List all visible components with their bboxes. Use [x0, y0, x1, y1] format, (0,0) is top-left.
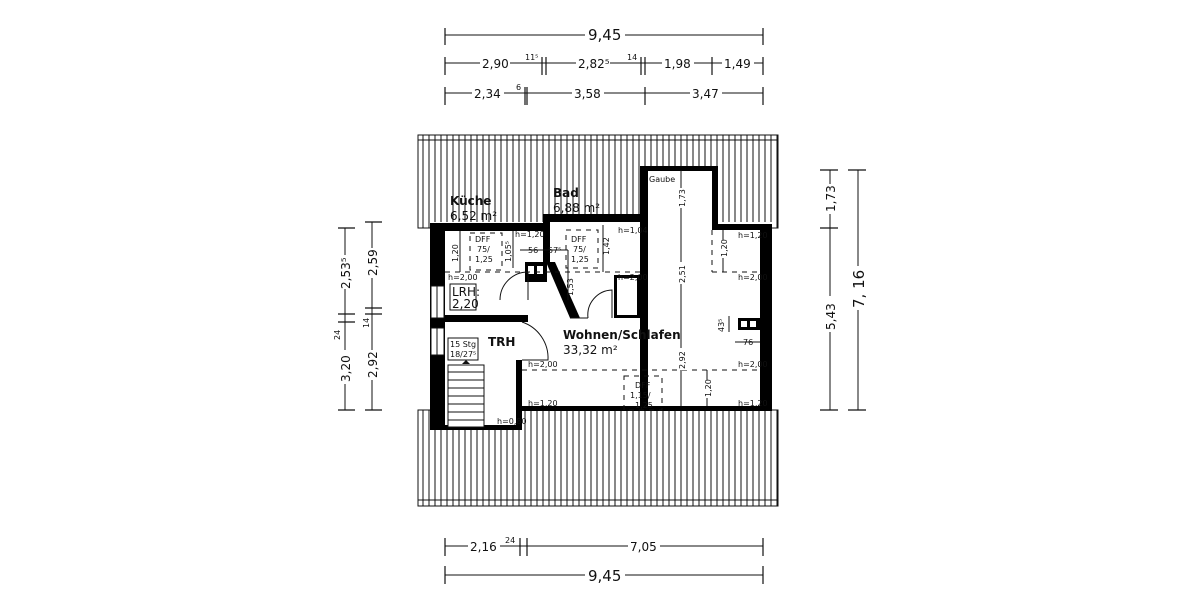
svg-text:7,05: 7,05 [630, 540, 657, 554]
svg-text:1,42: 1,42 [602, 237, 611, 255]
height-lines [445, 229, 760, 411]
svg-text:1,20: 1,20 [720, 239, 729, 257]
height-labels: h=1,20 h=1,04 h=2,00 h=2,00 h=1,20 h=2,0… [448, 226, 768, 426]
svg-text:11⁵: 11⁵ [525, 53, 538, 62]
svg-text:2,92: 2,92 [678, 351, 687, 369]
room-name-kueche: Küche [450, 194, 491, 208]
svg-text:h=2,00: h=2,00 [618, 273, 648, 282]
svg-text:h=1,20: h=1,20 [515, 230, 545, 239]
svg-text:76: 76 [743, 338, 753, 347]
svg-text:56: 56 [528, 246, 538, 255]
room-name-trh: TRH [488, 335, 515, 349]
svg-text:h=1,20: h=1,20 [528, 399, 558, 408]
svg-text:h=2,00: h=2,00 [448, 273, 478, 282]
room-name-bad: Bad [553, 186, 579, 200]
svg-text:h=0,80: h=0,80 [497, 417, 527, 426]
svg-text:1,73: 1,73 [824, 185, 838, 212]
right-dimensions: 1,73 5,43 7, 16 [820, 169, 868, 411]
windows [430, 285, 445, 356]
svg-text:1,25: 1,25 [571, 255, 589, 264]
svg-text:2,20: 2,20 [452, 297, 479, 311]
svg-text:14: 14 [627, 53, 637, 62]
svg-text:1,25: 1,25 [635, 401, 653, 410]
stairs-label: 15 Stg 18/27⁵ [447, 337, 479, 361]
svg-text:h=1,20: h=1,20 [738, 231, 768, 240]
svg-text:1,53: 1,53 [566, 278, 575, 296]
stairs [447, 360, 485, 428]
svg-text:3,47: 3,47 [692, 87, 719, 101]
svg-text:1,73: 1,73 [678, 189, 687, 207]
svg-text:DFF: DFF [635, 381, 651, 390]
svg-text:2,51: 2,51 [678, 265, 687, 283]
svg-text:6: 6 [516, 83, 521, 92]
svg-text:h=2,00: h=2,00 [528, 360, 558, 369]
svg-text:1,05⁵: 1,05⁵ [504, 241, 513, 262]
svg-text:75/: 75/ [477, 245, 490, 254]
svg-text:15 Stg: 15 Stg [450, 340, 476, 349]
dff-wohnen: DFF 1,15/ 1,25 [630, 381, 653, 410]
svg-text:1,20: 1,20 [451, 244, 460, 262]
room-name-wohnen: Wohnen/Schlafen [563, 328, 681, 342]
svg-text:24: 24 [505, 536, 515, 545]
svg-text:3,20: 3,20 [339, 355, 353, 382]
walls [430, 166, 772, 430]
svg-text:h=1,04: h=1,04 [618, 226, 648, 235]
inner-dimensions: 1,20 1,05⁵ 56 57⁵ 1,42 1,53 1,73 2,51 2,… [451, 170, 760, 406]
svg-text:DFF: DFF [571, 235, 587, 244]
svg-text:14: 14 [362, 318, 371, 328]
svg-text:2,16: 2,16 [470, 540, 497, 554]
svg-text:5,43: 5,43 [824, 303, 838, 330]
svg-text:57⁵: 57⁵ [548, 246, 561, 255]
bottom-dimensions: 2,16 24 7,05 9,45 [444, 536, 764, 585]
svg-text:h=1,20: h=1,20 [738, 399, 768, 408]
left-dimensions: 2,53⁵ 24 3,20 2,59 14 2,92 [333, 221, 382, 411]
svg-text:18/27⁵: 18/27⁵ [450, 350, 476, 359]
svg-text:1,15/: 1,15/ [630, 391, 651, 400]
svg-text:1,25: 1,25 [475, 255, 493, 264]
lrh-label: LRH: 2,20 [449, 283, 480, 311]
svg-text:2,53⁵: 2,53⁵ [339, 257, 353, 289]
dff-kueche: DFF 75/ 1,25 [475, 235, 493, 264]
svg-text:3,58: 3,58 [574, 87, 601, 101]
svg-text:2,92: 2,92 [366, 351, 380, 378]
svg-text:1,49: 1,49 [724, 57, 751, 71]
svg-text:1,20: 1,20 [704, 379, 713, 397]
svg-text:DFF: DFF [475, 235, 491, 244]
svg-text:75/: 75/ [573, 245, 586, 254]
dim-top-total: 9,45 [588, 26, 621, 44]
room-area-kueche: 6,52 m² [450, 209, 497, 223]
room-area-bad: 6,88 m² [553, 201, 600, 215]
svg-text:24: 24 [333, 330, 342, 340]
svg-text:2,59: 2,59 [366, 249, 380, 276]
svg-text:43⁵: 43⁵ [717, 319, 726, 332]
top-dimensions: 9,45 2,90 11⁵ 2,82⁵ 14 1,98 1,49 2,34 6 … [444, 22, 764, 105]
svg-text:2,90: 2,90 [482, 57, 509, 71]
svg-text:h=2,00: h=2,00 [738, 273, 768, 282]
svg-text:9,45: 9,45 [588, 567, 621, 585]
svg-text:1,98: 1,98 [664, 57, 691, 71]
svg-text:2,82⁵: 2,82⁵ [578, 57, 610, 71]
dff-bad: DFF 75/ 1,25 [571, 235, 589, 264]
svg-text:LRH:: LRH: [452, 285, 480, 299]
room-area-wohnen: 33,32 m² [563, 343, 618, 357]
svg-text:7, 16: 7, 16 [850, 270, 868, 308]
svg-text:2,34: 2,34 [474, 87, 501, 101]
svg-text:h=2,00: h=2,00 [738, 360, 768, 369]
room-name-gaube: Gaube [649, 175, 675, 184]
